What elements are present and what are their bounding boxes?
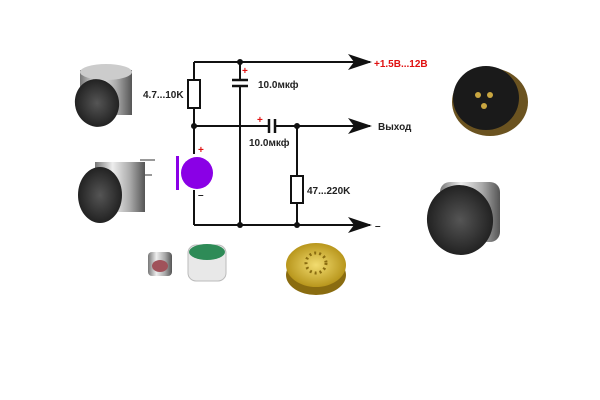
supply-label: +1.5В...12В: [374, 59, 428, 70]
capacitor-c2: [267, 119, 277, 133]
junction-dots: [191, 59, 300, 228]
ground-label: –: [375, 221, 381, 232]
microphone-photo-2: [78, 159, 155, 223]
c2-plus-mark: +: [257, 115, 263, 126]
r1-label: 4.7...10K: [143, 90, 184, 101]
wires: [193, 54, 372, 233]
output-label: Выход: [378, 122, 412, 133]
mic-minus-mark: –: [198, 190, 204, 201]
microphone-photo-3: [452, 66, 528, 136]
capacitor-c1: [232, 78, 248, 88]
resistor-r1: [187, 79, 201, 109]
microphone-photo-1: [74, 64, 132, 127]
microphone-photo-small-1: [148, 252, 172, 276]
resistor-r2: [290, 175, 304, 204]
r2-label: 47...220K: [307, 186, 351, 197]
microphone-photo-gold: [286, 243, 346, 295]
c2-label: 10.0мкф: [249, 137, 290, 149]
microphone-photo-4: [426, 182, 500, 255]
electret-microphone-symbol: [176, 156, 213, 190]
c1-label: 10.0мкф: [258, 79, 299, 91]
microphone-photo-small-2: [187, 244, 227, 282]
mic-plus-mark: +: [198, 145, 204, 156]
c1-plus-mark: +: [242, 66, 248, 77]
